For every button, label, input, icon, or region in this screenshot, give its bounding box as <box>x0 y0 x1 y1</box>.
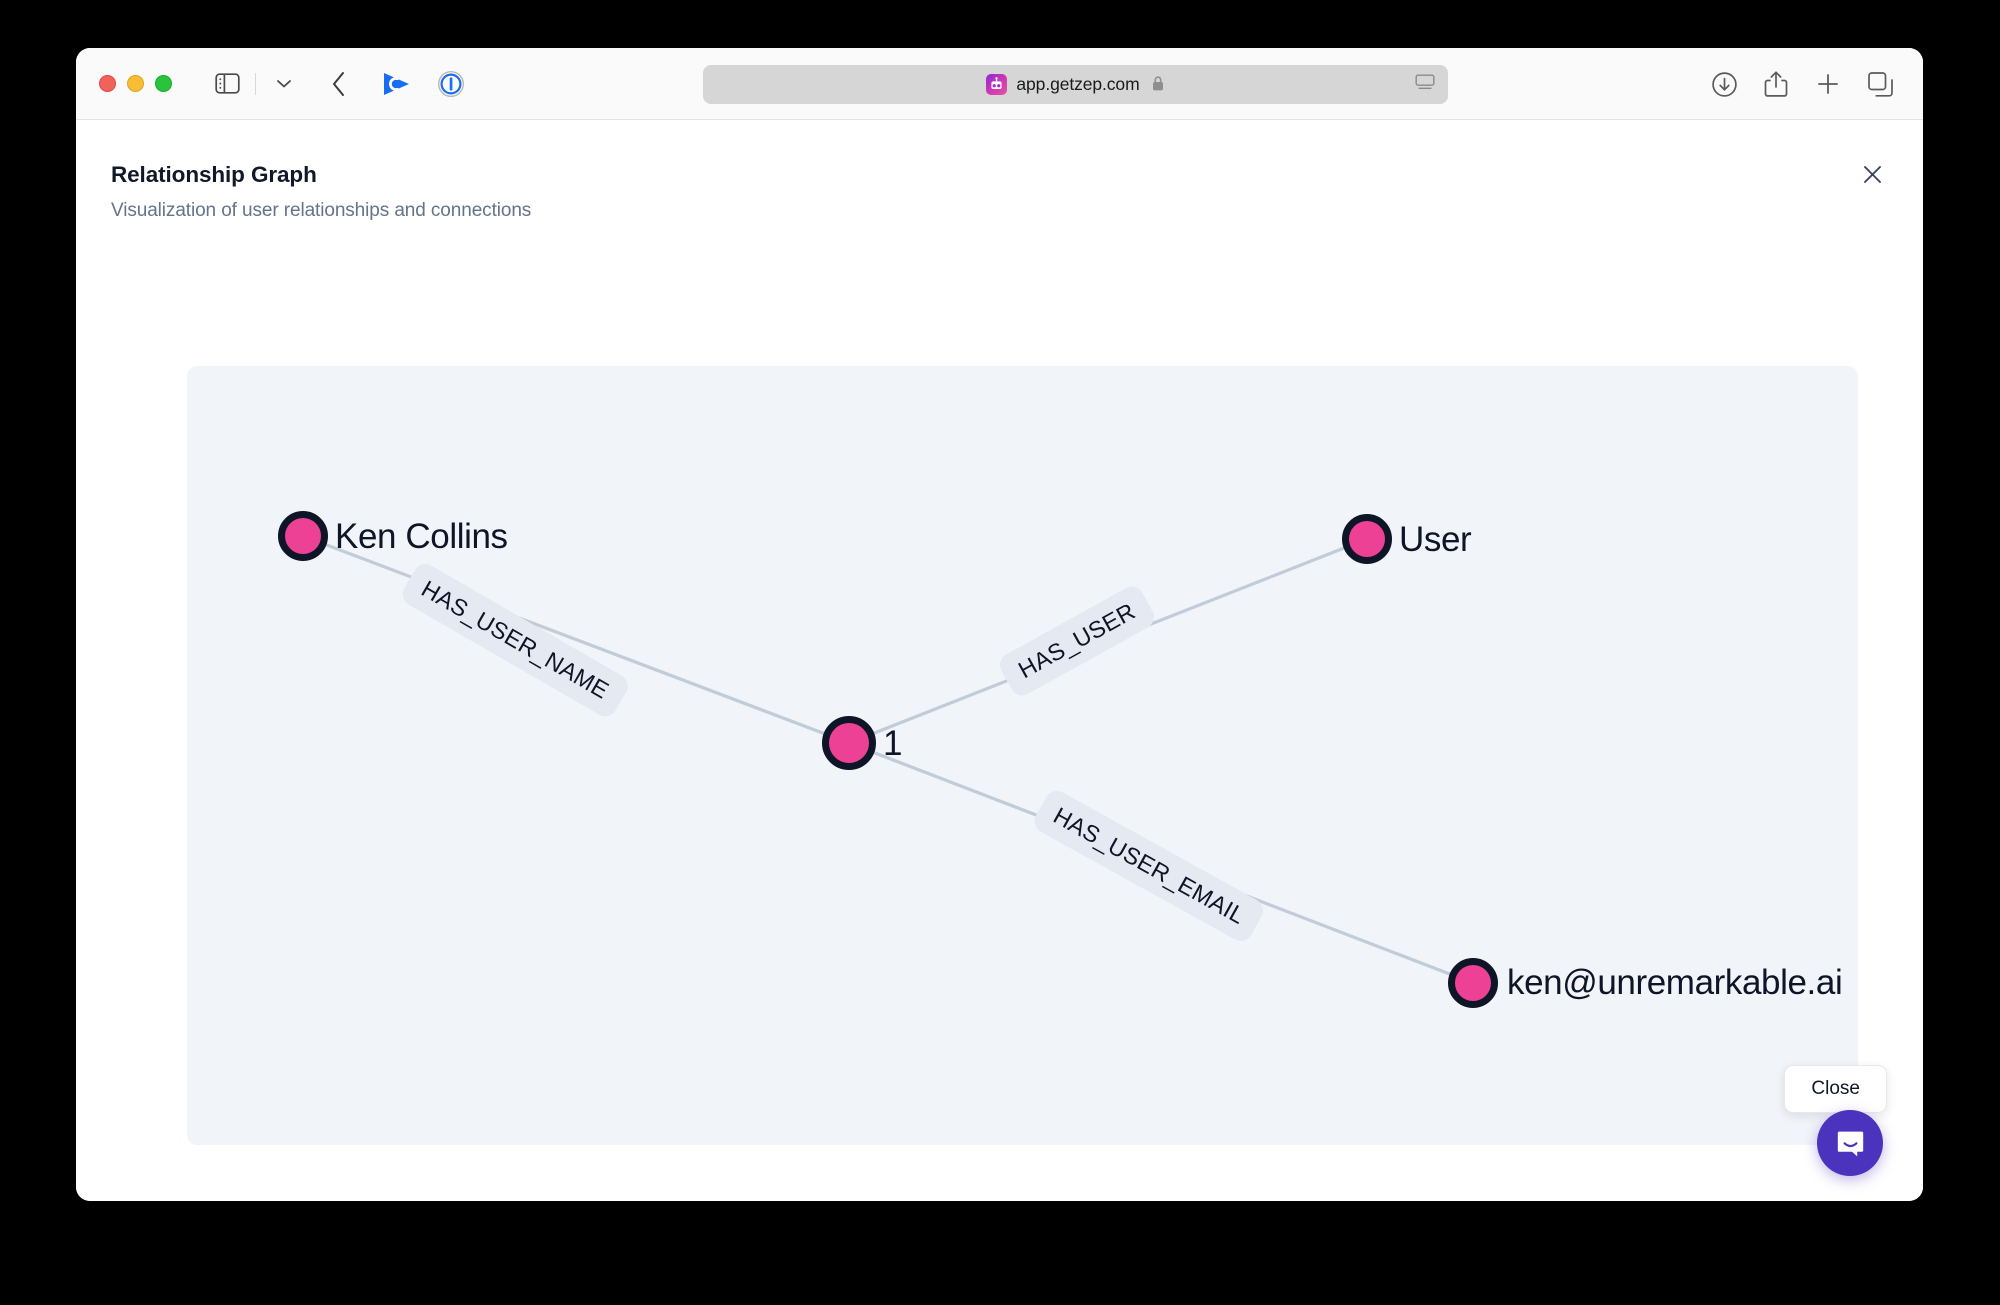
getzep-robot-favicon <box>986 74 1008 95</box>
page-body: Relationship Graph Visualization of user… <box>76 120 1923 1201</box>
sidebar-toggle-icon[interactable] <box>207 65 247 103</box>
chevron-down-icon[interactable] <box>264 65 304 103</box>
share-icon[interactable] <box>1756 65 1796 103</box>
back-chevron-icon[interactable] <box>319 65 359 103</box>
window-controls[interactable] <box>99 75 172 92</box>
close-button[interactable]: Close <box>1784 1065 1887 1113</box>
graph-node-circle[interactable] <box>1448 958 1498 1008</box>
close-window-button[interactable] <box>99 75 116 92</box>
graph-edge[interactable] <box>302 534 850 745</box>
graph-node-label: ken@unremarkable.ai <box>1507 963 1843 1002</box>
tab-overview-icon[interactable] <box>1860 65 1900 103</box>
minimize-window-button[interactable] <box>127 75 144 92</box>
browser-window: app.getzep.com <box>76 48 1923 1201</box>
modal-header: Relationship Graph Visualization of user… <box>76 120 1923 222</box>
download-icon[interactable] <box>1704 65 1744 103</box>
lock-icon <box>1151 75 1165 95</box>
extension-play-icon[interactable] <box>376 65 416 103</box>
graph-node-label: User <box>1399 520 1472 559</box>
url-text: app.getzep.com <box>1016 74 1140 94</box>
browser-toolbar: app.getzep.com <box>76 48 1923 120</box>
graph-node-label: Ken Collins <box>335 517 508 556</box>
intercom-messenger-icon[interactable] <box>1817 1110 1883 1176</box>
address-bar-content: app.getzep.com <box>986 74 1164 95</box>
graph-node-label: 1 <box>883 724 903 763</box>
graph-edges-layer <box>302 534 1474 985</box>
reader-view-icon[interactable] <box>1415 74 1435 96</box>
toolbar-left-group <box>207 65 471 103</box>
address-bar[interactable]: app.getzep.com <box>703 65 1448 104</box>
graph-node-circle[interactable] <box>1342 514 1392 564</box>
page-subtitle: Visualization of user relationships and … <box>111 200 532 221</box>
toolbar-divider <box>255 72 256 95</box>
new-tab-icon[interactable] <box>1808 65 1848 103</box>
zoom-window-button[interactable] <box>155 75 172 92</box>
onepassword-icon[interactable] <box>431 65 471 103</box>
graph-node-circle[interactable] <box>822 716 876 770</box>
toolbar-right-group <box>1704 48 1900 120</box>
graph-node-circle[interactable] <box>278 511 328 561</box>
close-icon[interactable] <box>1855 157 1889 191</box>
page-title: Relationship Graph <box>111 162 317 187</box>
